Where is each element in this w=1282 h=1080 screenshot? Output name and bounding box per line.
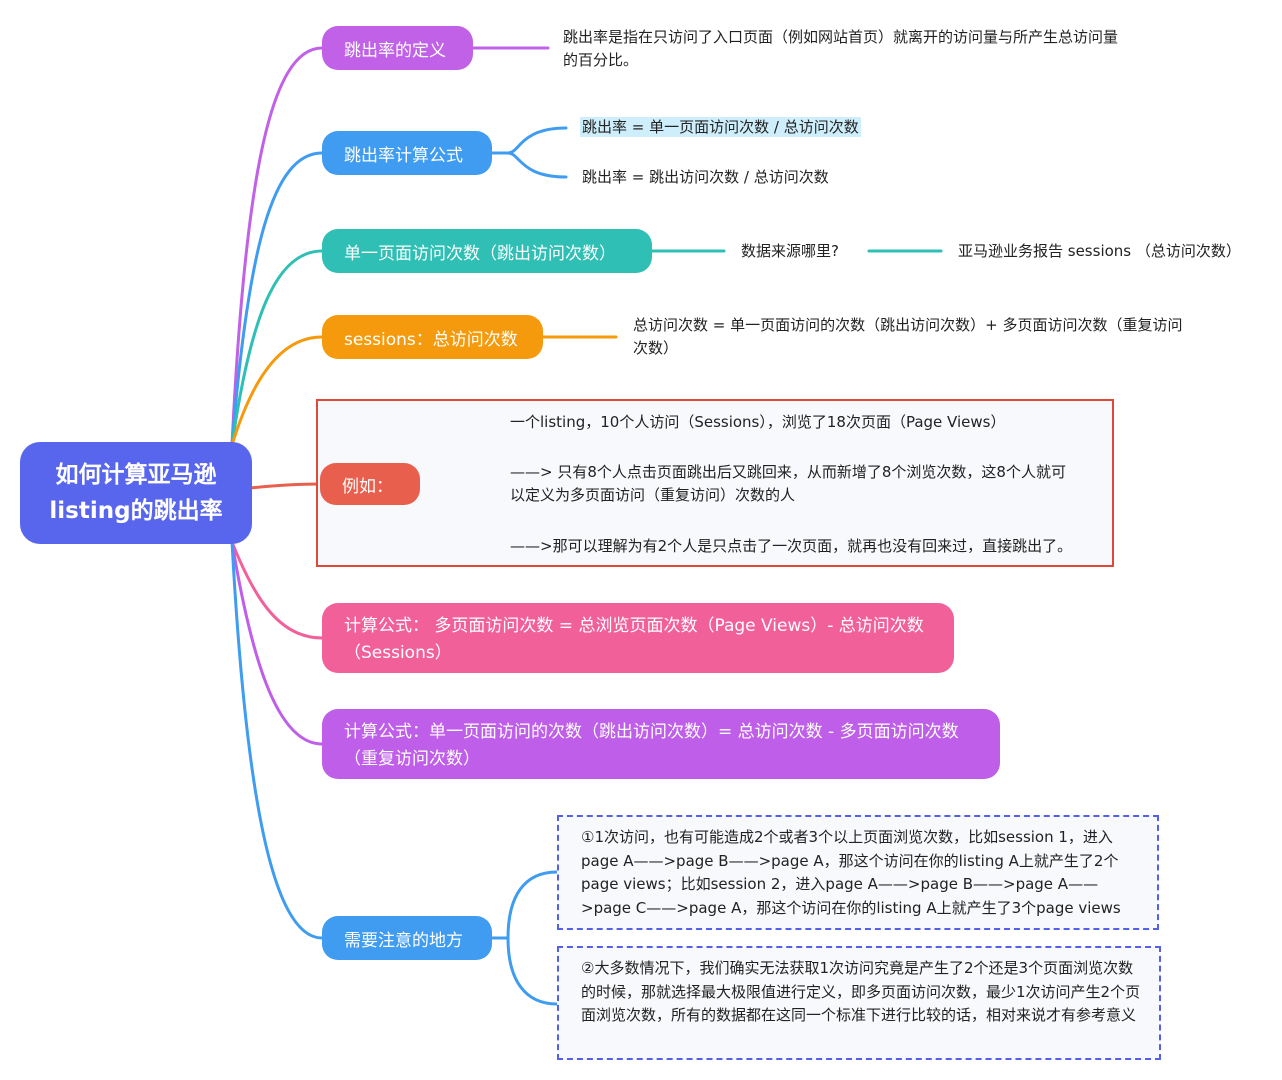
- branch-sessions[interactable]: sessions：总访问次数: [322, 315, 543, 359]
- example-item-2: ——> 只有8个人点击页面跳出后又跳回来，从而新增了8个浏览次数，这8个人就可以…: [510, 463, 1066, 504]
- notes-item-1: ①1次访问，也有可能造成2个或者3个以上页面浏览次数，比如session 1，进…: [581, 828, 1121, 917]
- root-node[interactable]: 如何计算亚马逊 listing的跳出率: [20, 442, 252, 544]
- connector-sessions: [230, 335, 324, 447]
- connector-single-page: [230, 249, 324, 447]
- branch-formula[interactable]: 跳出率计算公式: [322, 131, 492, 175]
- connector-calc1: [230, 540, 324, 640]
- root-title-line2: listing的跳出率: [49, 498, 223, 524]
- formula-item-2: 跳出率 = 跳出访问次数 / 总访问次数: [582, 168, 829, 186]
- branch-notes[interactable]: 需要注意的地方: [322, 916, 492, 960]
- branch-definition[interactable]: 跳出率的定义: [322, 26, 473, 70]
- formula-item-1-text: 跳出率 = 单一页面访问次数 / 总访问次数: [580, 117, 861, 137]
- branch-sessions-label: sessions：总访问次数: [344, 329, 518, 350]
- branch-calc1-label: 计算公式： 多页面访问次数 = 总浏览页面次数（Page Views）- 总访问…: [344, 616, 924, 663]
- single-page-question: 数据来源哪里?: [741, 242, 839, 260]
- notes-box-1: [557, 815, 1159, 930]
- branch-calc2[interactable]: 计算公式：单一页面访问的次数（跳出访问次数）= 总访问次数 - 多页面访问次数（…: [322, 709, 1000, 779]
- branch-example-label: 例如：: [342, 476, 393, 497]
- connector-calc2: [230, 540, 324, 746]
- sessions-text: 总访问次数 = 单一页面访问的次数（跳出访问次数）+ 多页面访问次数（重复访问次…: [633, 316, 1183, 357]
- connector-formula-item2: [506, 151, 568, 179]
- connector-notes: [230, 540, 324, 940]
- connector-notes-item1: [490, 870, 559, 940]
- single-page-answer: 亚马逊业务报告 sessions （总访问次数）: [958, 242, 1241, 260]
- branch-notes-label: 需要注意的地方: [344, 930, 463, 951]
- example-highlight-box: [316, 399, 1114, 567]
- branch-example[interactable]: 例如：: [320, 463, 420, 505]
- notes-box-2: [557, 946, 1161, 1060]
- branch-formula-label: 跳出率计算公式: [344, 145, 463, 166]
- branch-single-page[interactable]: 单一页面访问次数（跳出访问次数）: [322, 229, 652, 273]
- branch-calc1[interactable]: 计算公式： 多页面访问次数 = 总浏览页面次数（Page Views）- 总访问…: [322, 603, 954, 673]
- branch-single-page-label: 单一页面访问次数（跳出访问次数）: [344, 243, 616, 264]
- example-item-3: ——>那可以理解为有2个人是只点击了一次页面，就再也没有回来过，直接跳出了。: [510, 537, 1073, 555]
- connector-formula: [230, 151, 324, 447]
- definition-text: 跳出率是指在只访问了入口页面（例如网站首页）就离开的访问量与所产生总访问量的百分…: [563, 28, 1119, 69]
- example-item-1: 一个listing，10个人访问（Sessions），浏览了18次页面（Page…: [510, 413, 1006, 431]
- notes-item-2: ②大多数情况下，我们确实无法获取1次访问究竟是产生了2个还是3个页面浏览次数的时…: [581, 959, 1141, 1024]
- formula-item-1: 跳出率 = 单一页面访问次数 / 总访问次数: [580, 116, 861, 139]
- connector-example: [248, 482, 322, 490]
- branch-calc2-label: 计算公式：单一页面访问的次数（跳出访问次数）= 总访问次数 - 多页面访问次数（…: [344, 722, 959, 769]
- connector-definition: [230, 46, 324, 447]
- branch-definition-label: 跳出率的定义: [344, 40, 446, 61]
- root-title-line1: 如何计算亚马逊: [55, 462, 217, 488]
- connector-formula-item1: [490, 126, 568, 155]
- connector-notes-item2: [506, 936, 559, 1006]
